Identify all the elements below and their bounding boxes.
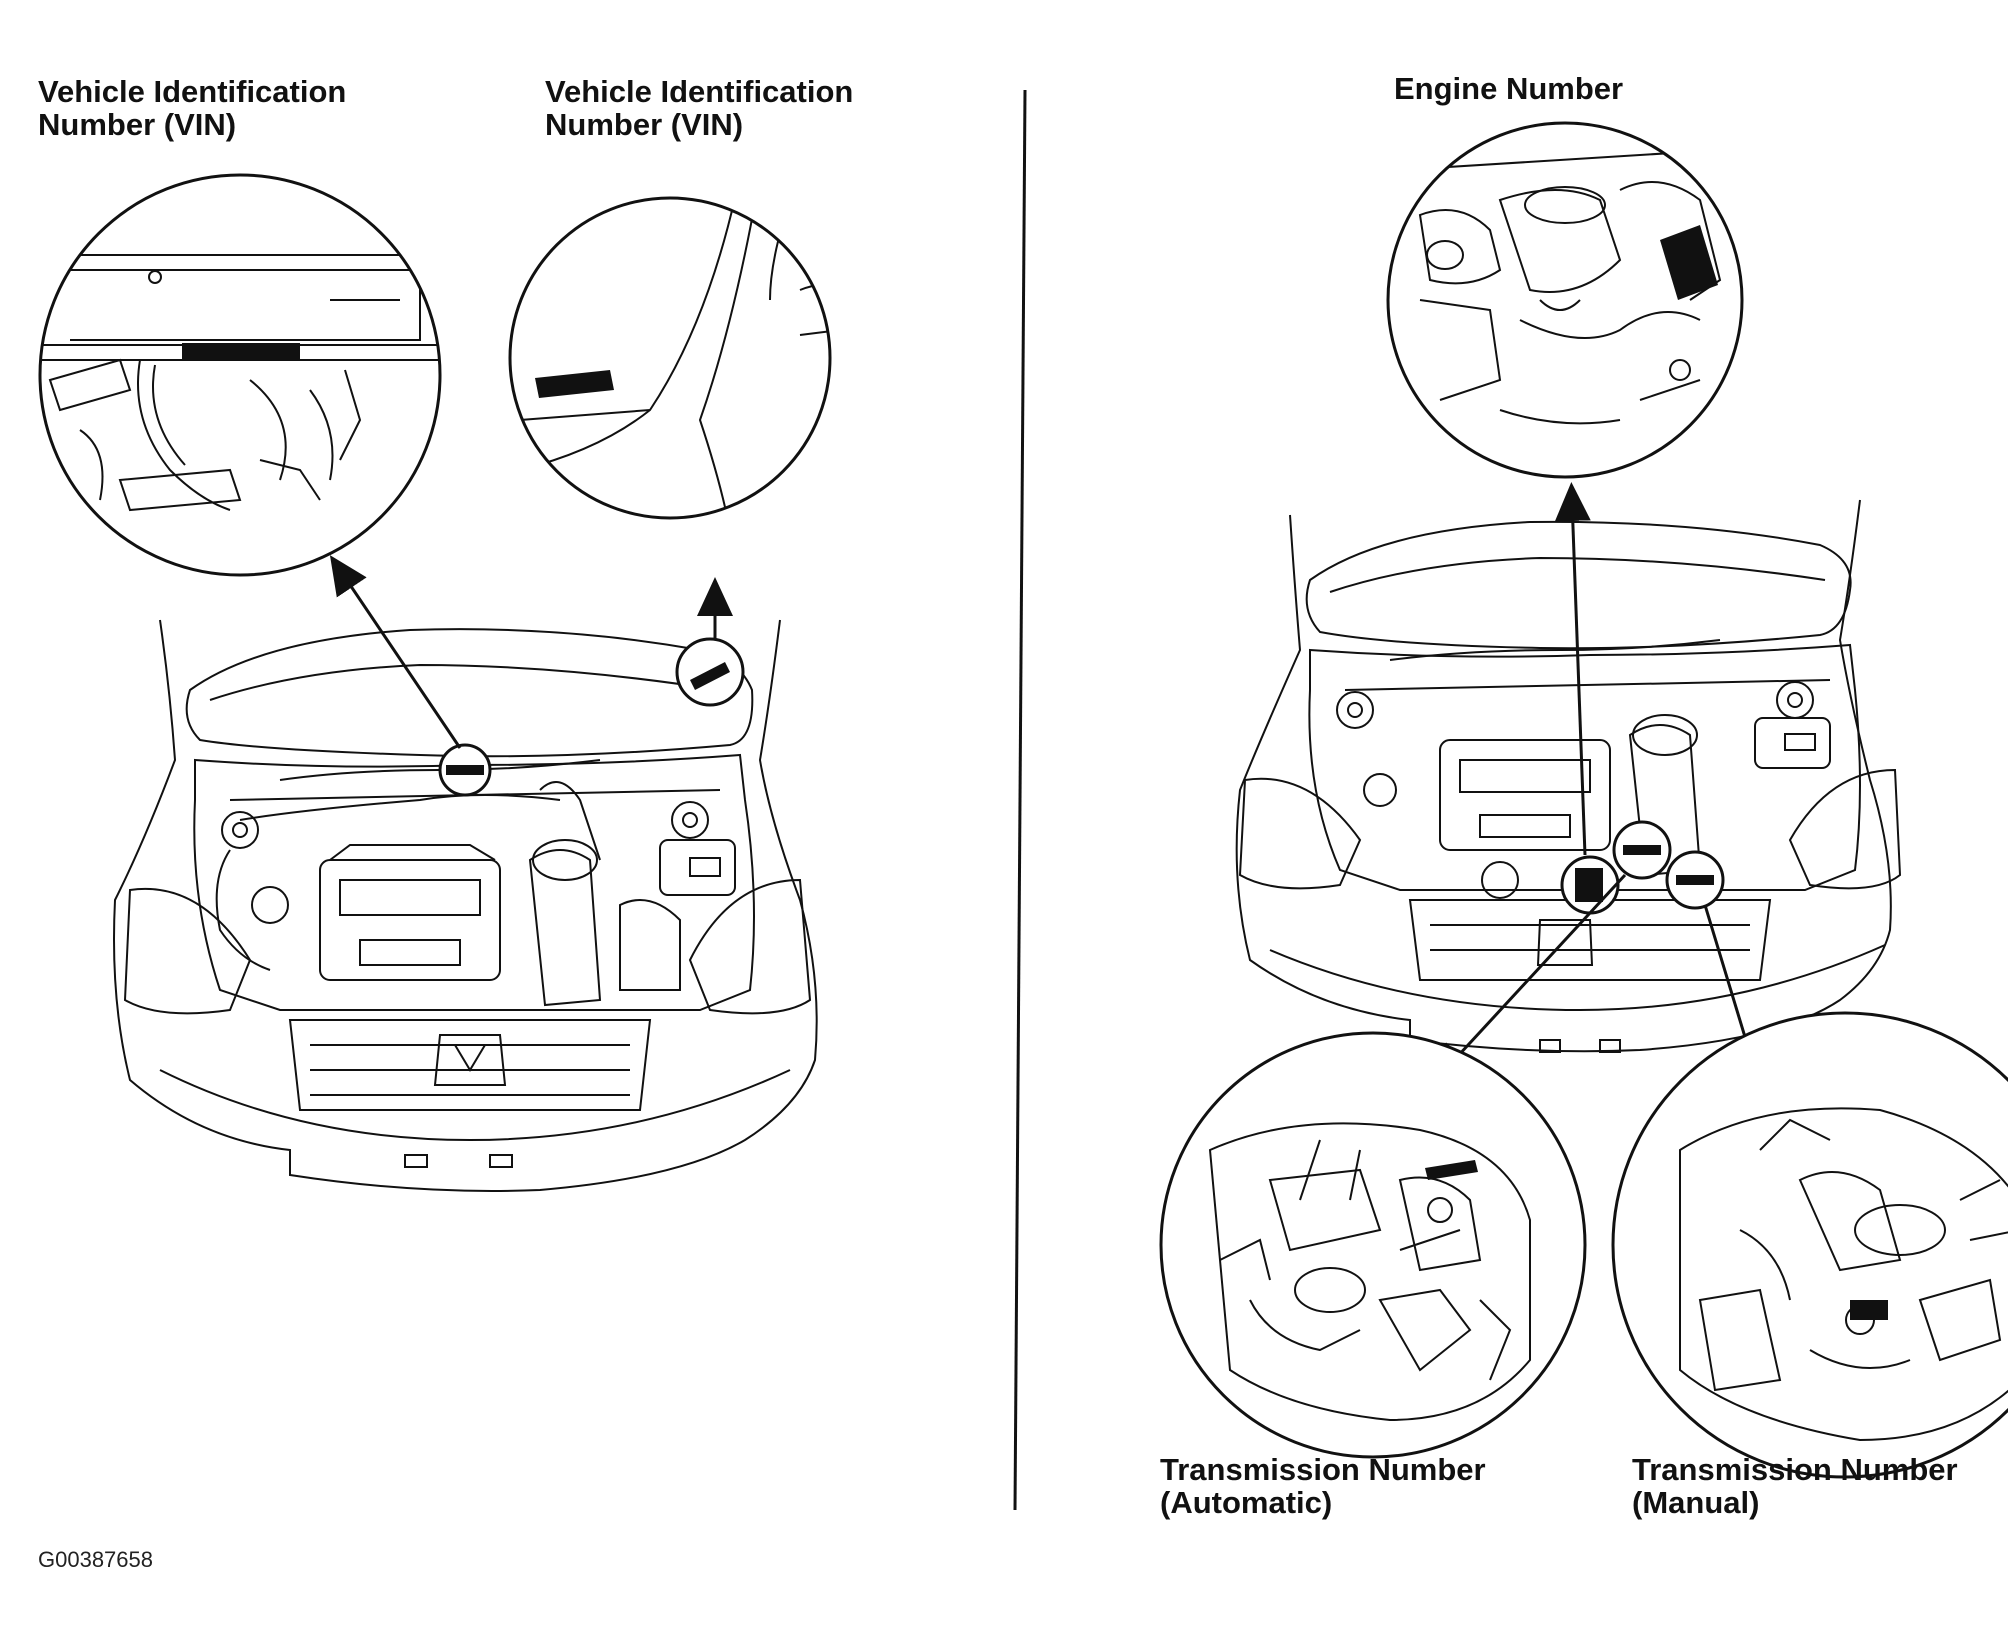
label-vin-cowl: Vehicle Identification Number (VIN)	[38, 75, 346, 141]
label-vin-windshield-line1: Vehicle Identification	[545, 74, 854, 109]
engine-number-plate	[1660, 225, 1718, 300]
label-trans-manual-line2: (Manual)	[1632, 1485, 1760, 1520]
windshield-vin-plate	[535, 370, 614, 398]
detail-circle-windshield-vin	[508, 196, 832, 520]
label-trans-automatic: Transmission Number (Automatic)	[1160, 1453, 1486, 1519]
label-vin-windshield-line2: Number (VIN)	[545, 107, 744, 142]
arrow-to-trans-auto	[1432, 873, 1627, 1084]
label-engine-number: Engine Number	[1394, 71, 1624, 106]
panel-divider	[1013, 89, 1027, 1511]
transmission-manual-marker	[1665, 850, 1725, 910]
label-trans-manual-line1: Transmission Number	[1632, 1452, 1958, 1487]
label-trans-manual: Transmission Number (Manual)	[1632, 1453, 1958, 1519]
detail-circle-engine-number	[1386, 121, 1744, 479]
label-trans-automatic-line2: (Automatic)	[1160, 1485, 1333, 1520]
left-vehicle-drawing	[113, 619, 818, 1192]
trans-manual-plate	[1850, 1300, 1888, 1320]
detail-circle-cowl-vin	[38, 173, 442, 577]
detail-circle-trans-automatic	[1159, 1031, 1587, 1459]
detail-circle-trans-manual	[1611, 1011, 2008, 1479]
label-vin-cowl-line1: Vehicle Identification	[38, 74, 347, 109]
transmission-auto-marker	[1612, 820, 1672, 880]
figure-id: G00387658	[38, 1547, 153, 1572]
right-vehicle-drawing	[1235, 499, 1902, 1053]
vin-location-marker-windshield	[675, 637, 745, 707]
engine-number-marker	[1560, 855, 1620, 915]
label-vin-windshield: Vehicle Identification Number (VIN)	[545, 75, 853, 141]
cowl-vin-plate	[182, 343, 300, 359]
vin-location-marker-cowl	[438, 743, 492, 797]
arrow-to-engine-number	[1554, 482, 1591, 856]
arrow-to-cowl-vin	[329, 555, 462, 749]
label-trans-automatic-line1: Transmission Number	[1160, 1452, 1486, 1487]
trans-auto-plate	[1425, 1160, 1478, 1180]
label-vin-cowl-line2: Number (VIN)	[38, 107, 237, 142]
